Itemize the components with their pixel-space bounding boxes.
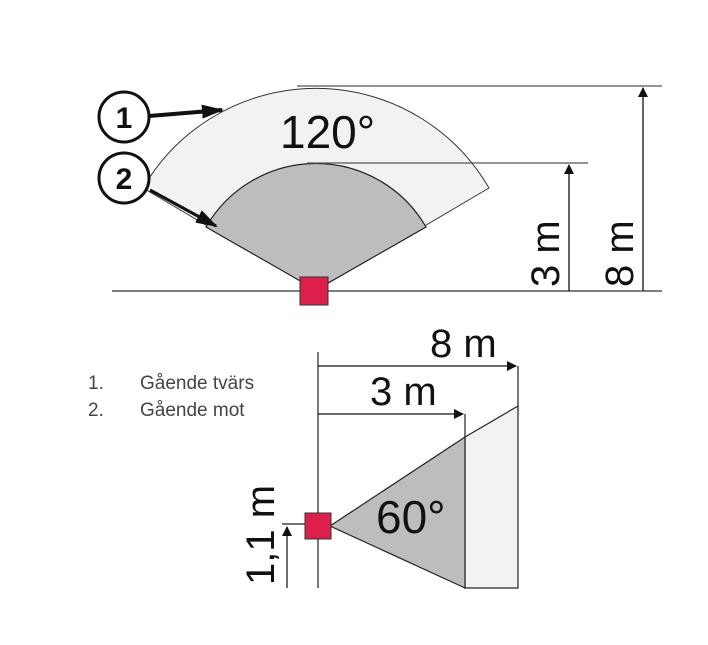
height-label: 1,1 m xyxy=(239,485,283,585)
top-near-label: 3 m xyxy=(524,220,568,287)
marker-1-circle xyxy=(97,90,151,144)
marker-2-label: 2 xyxy=(116,163,133,196)
far-zone xyxy=(464,404,519,589)
angle-120-label: 120° xyxy=(280,106,375,158)
legend-1-label: Gående tvärs xyxy=(140,373,254,394)
legend-1-num: 1. xyxy=(88,373,104,394)
side-far-label: 8 m xyxy=(430,322,497,366)
top-view: 120° 8 m 3 m 1 2 xyxy=(97,85,662,306)
legend: 1. Gående tvärs 2. Gående mot xyxy=(88,373,254,421)
side-near-label: 3 m xyxy=(370,370,437,414)
angle-60-label: 60° xyxy=(376,491,446,543)
sensor-icon xyxy=(299,276,329,306)
side-view: 8 m 3 m 60° 1,1 m xyxy=(239,322,519,589)
marker-1-arrow xyxy=(148,104,224,119)
top-far-label: 8 m xyxy=(598,220,642,287)
legend-2-num: 2. xyxy=(88,400,104,421)
near-zone-triangle xyxy=(328,435,466,589)
legend-2-label: Gående mot xyxy=(140,400,245,421)
marker-1-label: 1 xyxy=(116,102,133,135)
marker-2-arrow xyxy=(149,188,218,228)
sensor-side-icon xyxy=(304,512,332,540)
marker-2-circle xyxy=(97,151,151,205)
